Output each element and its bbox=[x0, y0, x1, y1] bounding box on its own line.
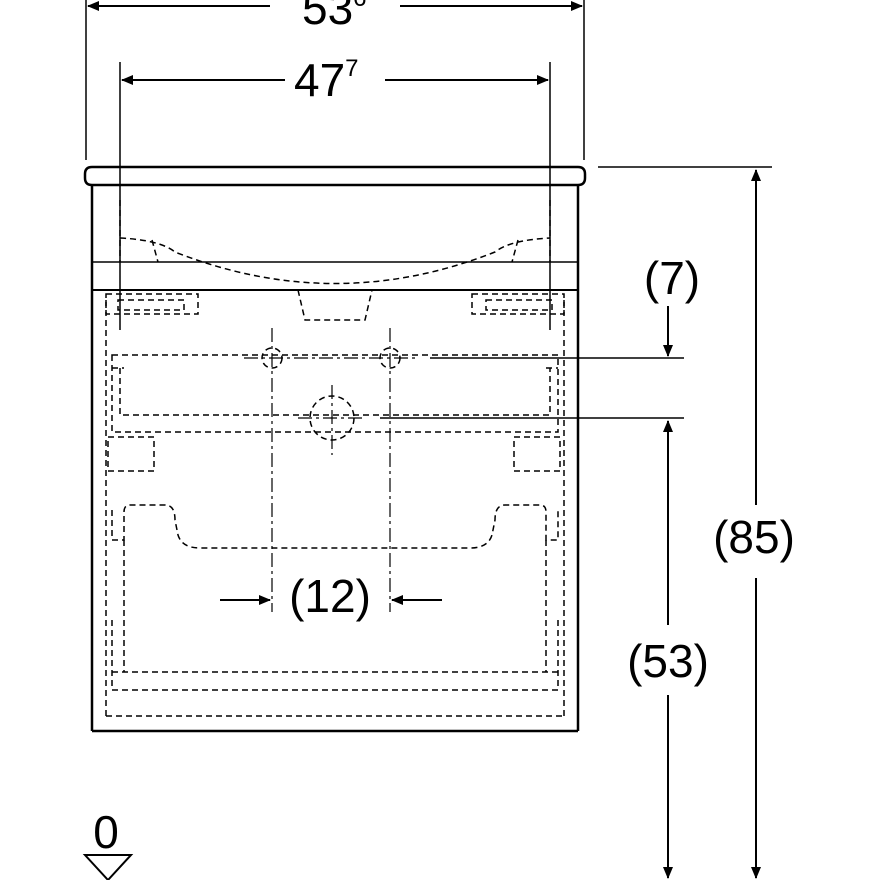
centre-lines bbox=[244, 328, 418, 612]
outer-width-label: 536 bbox=[302, 0, 367, 34]
floor-level-label: 0 bbox=[93, 806, 119, 858]
inner-width-sup: 7 bbox=[345, 55, 358, 82]
runner-left bbox=[107, 436, 155, 472]
hidden-lines bbox=[105, 200, 565, 718]
floor-level-triangle-icon bbox=[82, 854, 134, 880]
extension-lines bbox=[85, 0, 772, 419]
basin-bowl bbox=[119, 237, 551, 285]
cabinet-outline bbox=[83, 165, 587, 733]
total-height-label: (85) bbox=[713, 511, 795, 563]
runner-right bbox=[513, 436, 561, 472]
outer-width-main: 53 bbox=[302, 0, 353, 34]
spacing-label: (12) bbox=[289, 570, 371, 622]
top-offset-label: (7) bbox=[644, 252, 700, 304]
drain-height-label: (53) bbox=[627, 635, 709, 687]
dimension-lines bbox=[87, 0, 761, 879]
inner-width-label: 477 bbox=[294, 54, 359, 106]
outer-width-sup: 6 bbox=[353, 0, 366, 12]
lower-drawer bbox=[111, 504, 559, 549]
inner-width-main: 47 bbox=[294, 54, 345, 106]
bracket-right bbox=[471, 293, 565, 315]
upper-drawer bbox=[111, 354, 559, 433]
basin-drain bbox=[297, 289, 373, 321]
bracket-left bbox=[105, 293, 199, 315]
